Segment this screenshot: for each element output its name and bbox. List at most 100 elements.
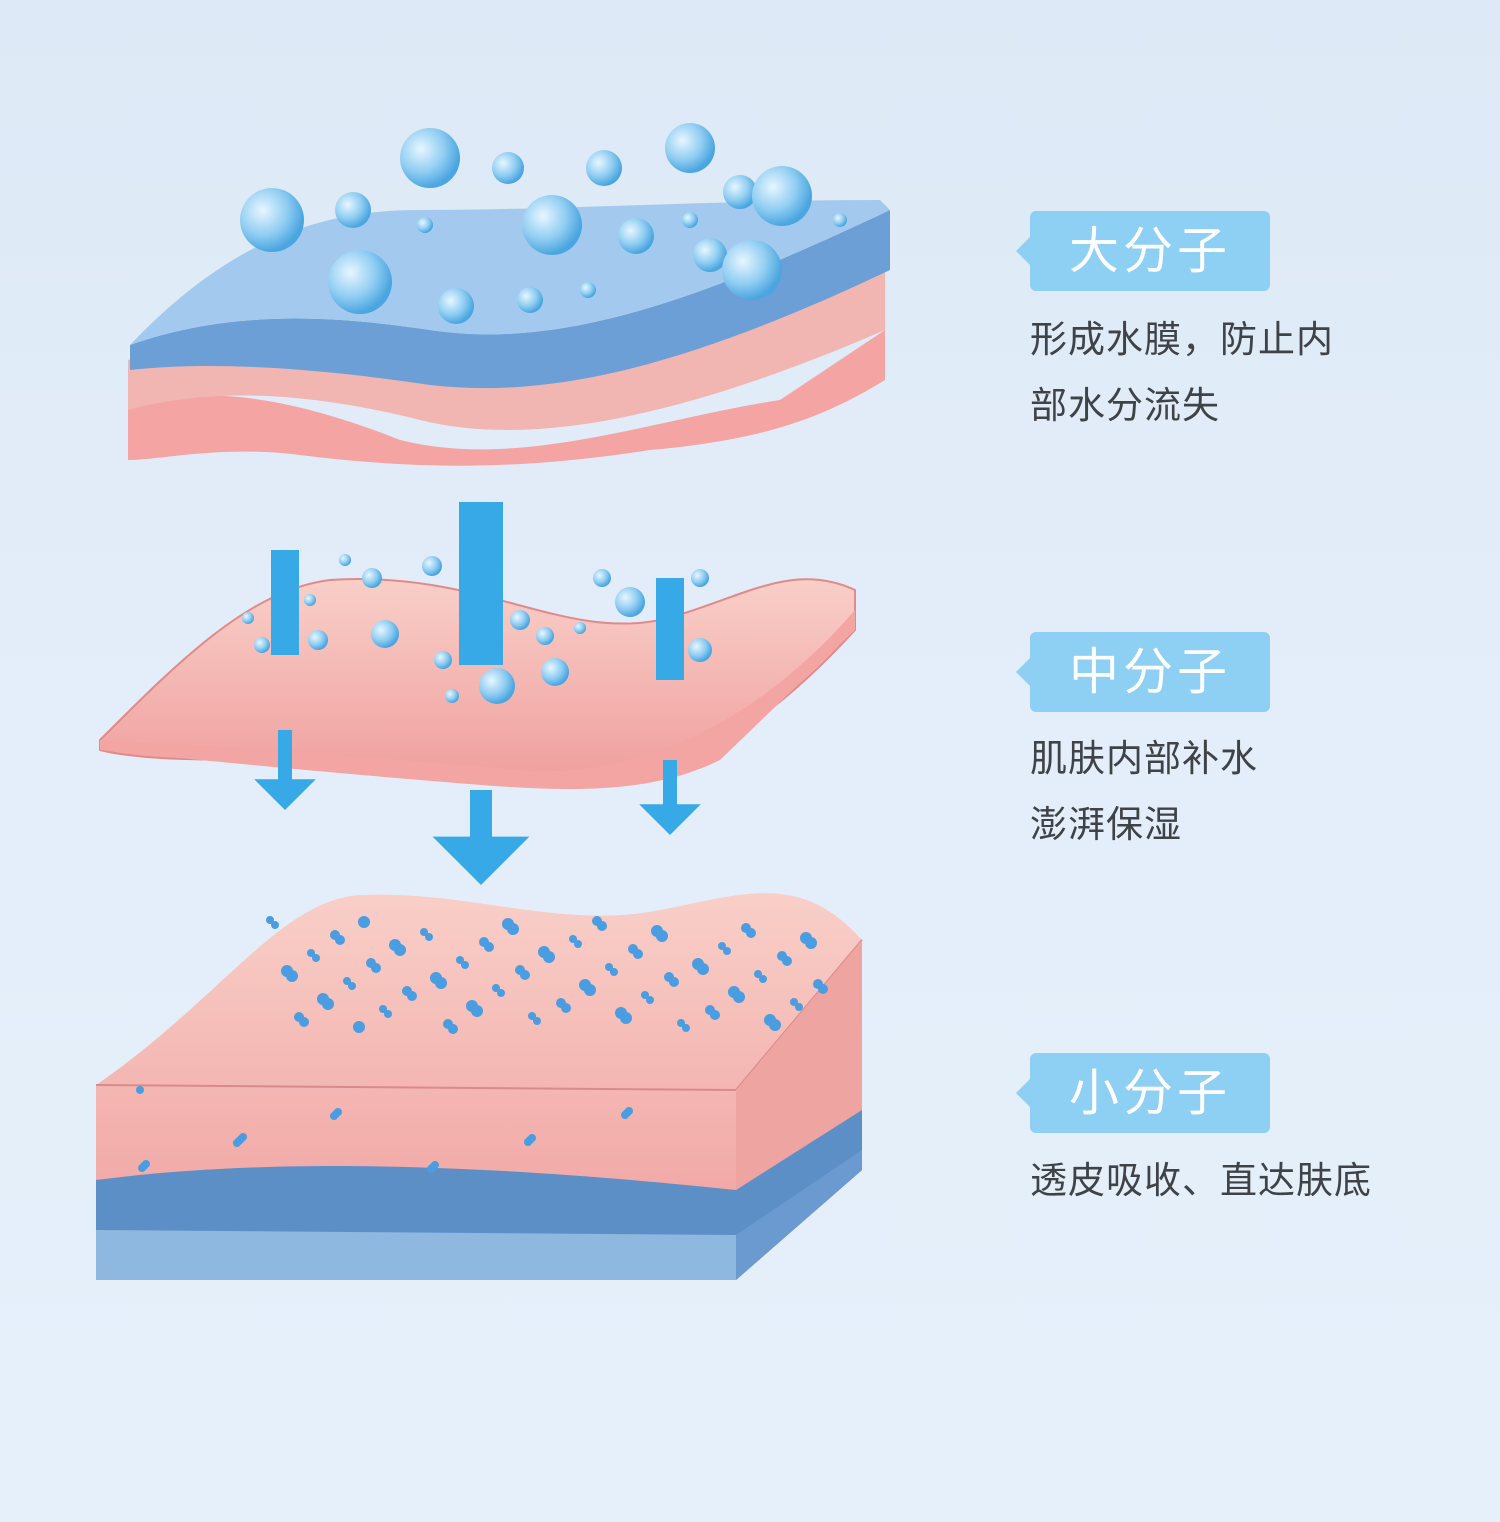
bubble <box>533 1017 541 1025</box>
bubble <box>322 998 334 1010</box>
bubble <box>677 1019 685 1027</box>
bubble <box>656 930 668 942</box>
bubble <box>299 1017 309 1027</box>
desc-line: 部水分流失 <box>1030 384 1220 427</box>
bubble <box>307 949 315 957</box>
bubble <box>407 991 417 1001</box>
bubble <box>522 195 582 255</box>
large-molecule-layer <box>128 200 890 466</box>
bubble <box>693 238 727 272</box>
bubble <box>528 1012 536 1020</box>
tag-large-molecule: 大分子 <box>1016 211 1270 291</box>
bubble <box>371 620 399 648</box>
small-molecule-layer <box>95 893 863 1280</box>
arrow-shaft <box>271 550 299 655</box>
bubble <box>620 1012 632 1024</box>
bubble <box>348 982 356 990</box>
bubble <box>733 991 745 1003</box>
bubble <box>682 1024 690 1032</box>
bubble <box>641 991 649 999</box>
desc-small-molecule: 透皮吸收、直达肤底 <box>1030 1148 1372 1214</box>
bubble <box>431 1161 439 1169</box>
bubble <box>759 975 767 983</box>
penetration-arrows <box>254 502 701 885</box>
bubble <box>394 944 406 956</box>
bubble <box>438 288 474 324</box>
arrow-shaft <box>656 578 684 680</box>
bubble <box>574 940 582 948</box>
arrow-down-icon <box>254 730 316 810</box>
bubble <box>688 638 712 662</box>
bubble <box>722 240 782 300</box>
bubble <box>618 218 654 254</box>
bubble <box>752 166 812 226</box>
bubble <box>240 188 304 252</box>
bubble <box>665 123 715 173</box>
bubble <box>445 689 459 703</box>
bubble <box>434 651 452 669</box>
bubble <box>266 916 274 924</box>
bubble <box>782 956 792 966</box>
bubble <box>312 954 320 962</box>
bubble <box>362 568 382 588</box>
desc-line: 澎湃保湿 <box>1030 803 1182 846</box>
bubble <box>479 668 515 704</box>
bubble <box>456 956 464 964</box>
bubble <box>520 970 530 980</box>
bubble <box>492 984 500 992</box>
bubble <box>805 937 817 949</box>
bubble <box>448 1024 458 1034</box>
bubble <box>484 942 494 952</box>
bubble <box>371 963 381 973</box>
bubble <box>379 1005 387 1013</box>
bubble <box>569 935 577 943</box>
bubble <box>136 1086 144 1094</box>
tag-medium-molecule: 中分子 <box>1016 632 1270 712</box>
bubble <box>304 594 316 606</box>
bubble <box>400 128 460 188</box>
bubble <box>471 1005 483 1017</box>
bubble <box>593 569 611 587</box>
bubble <box>497 989 505 997</box>
bubble <box>633 949 643 959</box>
bubble <box>358 916 370 928</box>
bubble <box>420 928 428 936</box>
bubble <box>335 192 371 228</box>
bubble <box>528 1134 536 1142</box>
bubble <box>242 612 254 624</box>
bubble <box>790 998 798 1006</box>
bubble <box>543 951 555 963</box>
bubble <box>339 554 351 566</box>
bubble <box>286 970 298 982</box>
bubble <box>561 1003 571 1013</box>
bubble <box>536 627 554 645</box>
desc-medium-molecule: 肌肤内部补水 澎湃保湿 <box>1030 726 1258 858</box>
bubble <box>795 1003 803 1011</box>
bubble <box>669 977 679 987</box>
bubble <box>754 970 762 978</box>
bubble <box>723 947 731 955</box>
desc-large-molecule: 形成水膜，防止内 部水分流失 <box>1030 307 1334 439</box>
small-molecule-dots <box>136 916 828 1173</box>
bubble <box>425 933 433 941</box>
bubble <box>517 287 543 313</box>
bubble <box>461 961 469 969</box>
bubble <box>328 250 392 314</box>
large-molecule-bubbles <box>240 123 847 324</box>
bubble <box>691 569 709 587</box>
bubble <box>417 217 433 233</box>
bubble <box>384 1010 392 1018</box>
desc-line: 肌肤内部补水 <box>1030 737 1258 780</box>
bubble <box>334 1108 342 1116</box>
medium-molecule-bubbles <box>242 554 712 704</box>
bubble <box>697 963 709 975</box>
bubble <box>435 977 447 989</box>
bubble <box>586 150 622 186</box>
bubble <box>254 637 270 653</box>
bubble <box>610 968 618 976</box>
bubble <box>723 175 757 209</box>
bubble <box>271 921 279 929</box>
bubble <box>597 921 607 931</box>
bubble <box>541 658 569 686</box>
